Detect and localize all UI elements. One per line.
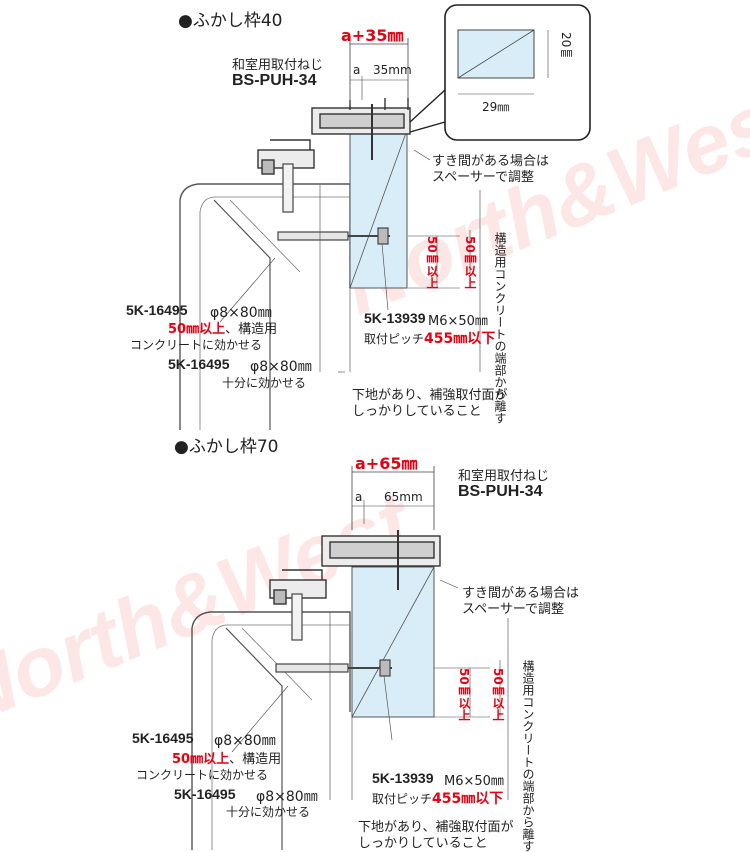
dim-a-70: a [355,490,363,504]
gap-note-40-line1: すき間がある場合は [432,154,550,169]
min-50-b-70: 50㎜以上 [491,668,505,721]
gap-note-70-line1: すき間がある場合は [462,586,580,601]
diagram-fukashi-70 [191,466,509,850]
anchor2-spec-70: φ8×80㎜ [256,789,318,805]
gap-note-70-line2: スペーサーで調整 [462,602,565,617]
anchor2-line2-70: 十分に効かせる [226,805,311,819]
bolt-model-70: 5K-13939 [372,770,434,786]
base-note-40-line2: しっかりしていること [352,404,482,419]
min-50-a-40: 50㎜以上 [425,236,439,289]
anchor2-spec-40: φ8×80㎜ [250,359,312,375]
anchor2-model-40: 5K-16495 [168,356,230,372]
dim-65: 65mm [384,490,423,504]
dim-total-40: a+35㎜ [341,26,404,45]
inset-dim-29: 29㎜ [482,100,510,114]
dim-35: 35mm [373,63,412,77]
title-fukashi-70: ●ふかし枠70 [174,437,279,457]
screw-model-70: BS-PUH-34 [458,483,543,500]
title-fukashi-40: ●ふかし枠40 [178,11,283,31]
edge-note-40: 構造用コンクリートの端部から離す [493,232,507,424]
base-note-70-line1: 下地があり、補強取付面が [358,820,514,835]
concrete-wall-2 [191,611,351,850]
edge-note-70: 構造用コンクリートの端部から離す [521,660,535,852]
bolt-model-40: 5K-13939 [364,310,426,326]
diagram-fukashi-40 [179,4,591,430]
window-frame [213,199,271,430]
anchor1-line2-70: コンクリートに効かせる [136,768,269,782]
bolt-spec-40: M6×50㎜ [428,314,488,329]
window-frame-2 [225,627,283,850]
anchor2-model-70: 5K-16495 [174,786,236,802]
base-note-70-line2: しっかりしていること [358,836,488,851]
screw-label-40: 和室用取付ねじ [232,58,324,73]
anchor-bolt [277,163,390,245]
screw-model-40: BS-PUH-34 [232,72,317,89]
anchor1-model-40: 5K-16495 [126,302,188,318]
anchor1-line2-40: コンクリートに効かせる [130,338,263,352]
anchor1-model-70: 5K-16495 [132,730,194,746]
inset-dim-20: 20㎜ [559,32,573,60]
dim-total-70: a+65㎜ [355,454,418,473]
min-50-b-40: 50㎜以上 [463,236,477,289]
anchor1-line1-40: 50㎜以上、構造用 [168,322,278,337]
anchor1-line1-70: 50㎜以上、構造用 [172,752,282,767]
bolt-pitch-70: 取付ピッチ455㎜以下 [372,791,504,807]
base-note-40-line1: 下地があり、補強取付面が [352,388,508,403]
gap-note-40-line2: スペーサーで調整 [432,170,535,185]
dim-a-40: a [353,63,361,77]
bolt-pitch-40: 取付ピッチ455㎜以下 [364,331,496,347]
anchor1-spec-70: φ8×80㎜ [214,733,276,749]
screw-label-70: 和室用取付ねじ [458,469,550,484]
frame-profile [257,98,411,175]
frame-profile-2 [269,535,441,605]
anchor-bolt-2 [275,593,392,677]
anchor2-line2-40: 十分に効かせる [222,376,307,390]
concrete-wall [179,183,351,430]
bolt-spec-70: M6×50㎜ [444,774,504,789]
anchor1-spec-40: φ8×80㎜ [210,305,272,321]
min-50-a-70: 50㎜以上 [457,668,471,721]
